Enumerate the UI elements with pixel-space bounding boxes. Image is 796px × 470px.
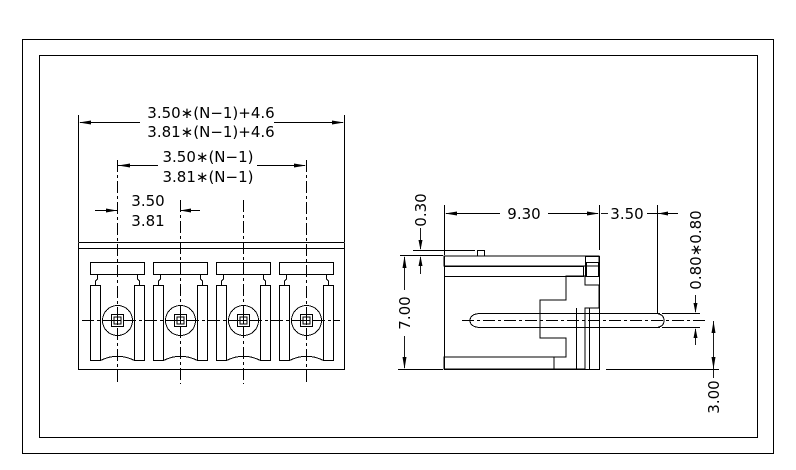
dim-arrow <box>658 211 668 216</box>
clamp-wall <box>197 285 208 361</box>
latch <box>477 250 485 256</box>
dim-arrow <box>79 120 91 125</box>
inner-frame <box>38 54 759 439</box>
dim-arrow <box>118 163 130 168</box>
dim-arrow <box>418 240 423 250</box>
dim-arrow <box>418 256 423 266</box>
overall-width-350: 3.50∗(N−1)+4.6 <box>147 104 274 122</box>
dim-arrow <box>106 208 117 213</box>
dim-arrow <box>445 211 457 216</box>
pole-1 <box>90 160 145 384</box>
housing-outline <box>78 248 345 370</box>
outer-frame <box>21 38 775 455</box>
pitch-350: 3.50 <box>131 192 164 210</box>
housing-depth-dim: 9.30 <box>507 205 540 223</box>
pin <box>480 313 660 328</box>
dim-arrow <box>693 328 698 338</box>
dim-arrow <box>402 256 407 268</box>
dim-arrow <box>402 357 407 369</box>
clamp-wall <box>260 285 271 361</box>
dim-arrow <box>587 211 599 216</box>
top-wall <box>443 255 600 267</box>
clamp-wall <box>279 285 290 361</box>
overall-width-381: 3.81∗(N−1)+4.6 <box>147 123 274 141</box>
pitch-span-350: 3.50∗(N−1) <box>162 148 253 166</box>
dim-arrow <box>332 120 344 125</box>
dim-arrow <box>180 208 191 213</box>
pin-offset-dim: 3.00 <box>705 380 723 413</box>
dim-arrow <box>711 357 716 369</box>
pin-section-dim: 0.80∗0.80 <box>687 210 705 289</box>
clamp-wall <box>323 285 334 361</box>
pin-extension-dim: 3.50 <box>610 205 643 223</box>
pitch-span-381: 3.81∗(N−1) <box>162 168 253 186</box>
clamp-wall <box>216 285 227 361</box>
front-view: 3.50∗(N−1)+4.6 3.81∗(N−1)+4.6 3.50∗(N−1)… <box>78 104 345 384</box>
pole-4 <box>279 160 334 384</box>
latch-height-dim: 0.30 <box>412 193 430 226</box>
clamp-wall <box>153 285 164 361</box>
pole-2 <box>153 200 208 384</box>
pin-insert <box>539 275 600 370</box>
dim-arrow <box>711 321 716 333</box>
pitch-381: 3.81 <box>131 212 164 230</box>
pole-3 <box>216 200 271 384</box>
clamp-wall <box>90 285 101 361</box>
housing-height-dim: 7.00 <box>396 296 414 329</box>
clamp-wall <box>134 285 145 361</box>
side-view: 9.30 3.50 0.30 7.00 0.80∗0.80 3.00 <box>396 193 723 413</box>
dim-arrow <box>693 303 698 313</box>
bottom-wall <box>443 356 555 370</box>
dim-arrow <box>294 163 306 168</box>
